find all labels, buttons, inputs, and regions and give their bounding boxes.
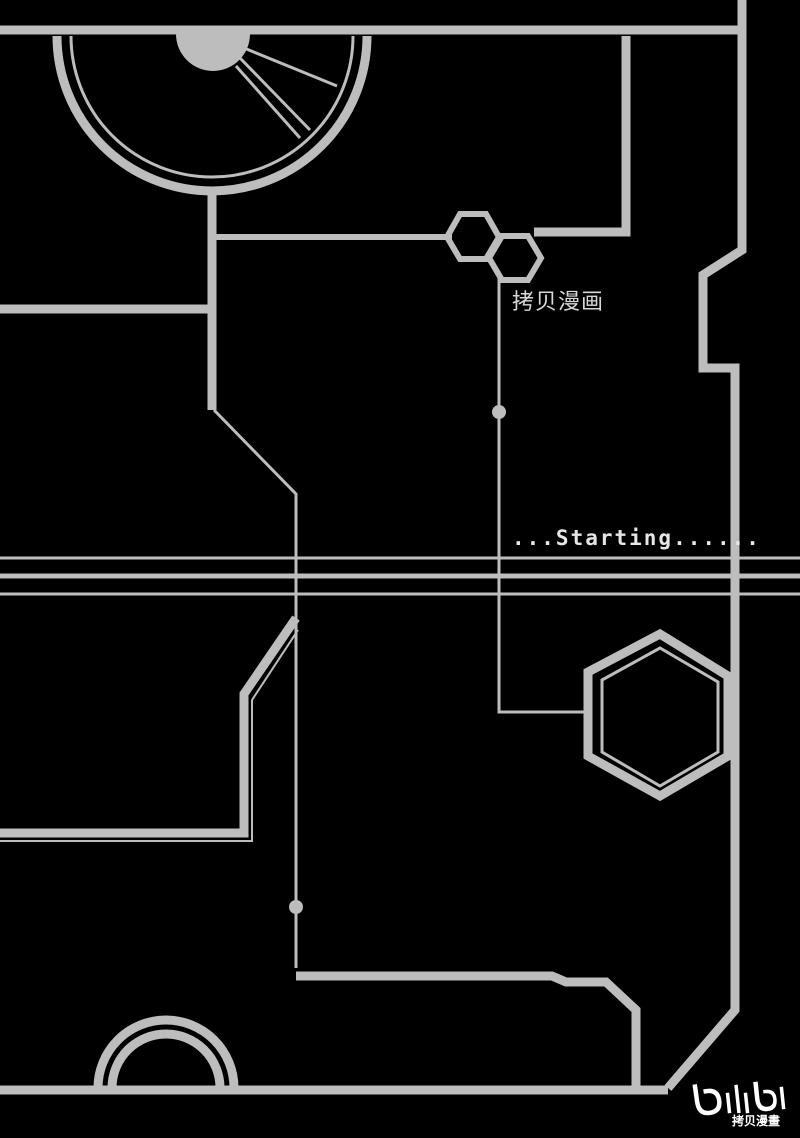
top-circle-outer-arc bbox=[52, 35, 372, 196]
center-diagonal-trace bbox=[212, 408, 298, 968]
small-hexagon-left bbox=[443, 211, 503, 262]
bilibili-logo bbox=[690, 1079, 788, 1117]
bottom-trace bbox=[296, 971, 641, 1088]
small-hexagon-right bbox=[485, 233, 545, 283]
top-circle-inner-arc bbox=[69, 35, 355, 179]
top-circle-spoke-3 bbox=[234, 65, 302, 139]
lower-left-bracket-inner bbox=[0, 629, 299, 842]
connector-dot-upper bbox=[492, 405, 506, 419]
top-circle-spoke-1 bbox=[243, 46, 338, 88]
hexagon-connector-trace bbox=[497, 278, 588, 714]
large-hexagon-inner bbox=[600, 646, 720, 788]
right-outer-frame bbox=[664, 0, 747, 1091]
brand-name-text: 拷贝漫畫 bbox=[732, 1114, 781, 1128]
large-hexagon-outer bbox=[583, 628, 733, 802]
top-circle-spoke-2 bbox=[238, 56, 312, 132]
starting-status-text: ...Starting...... bbox=[512, 526, 761, 550]
top-right-inner-frame bbox=[534, 36, 631, 237]
top-circle-hub bbox=[176, 34, 250, 71]
bottom-circle-inner-arc bbox=[107, 1029, 225, 1089]
bottom-circle-outer-arc bbox=[93, 1015, 239, 1089]
lower-left-bracket bbox=[0, 615, 300, 838]
watermark-text: 拷贝漫画 bbox=[512, 290, 605, 315]
connector-dot-lower bbox=[289, 900, 303, 914]
